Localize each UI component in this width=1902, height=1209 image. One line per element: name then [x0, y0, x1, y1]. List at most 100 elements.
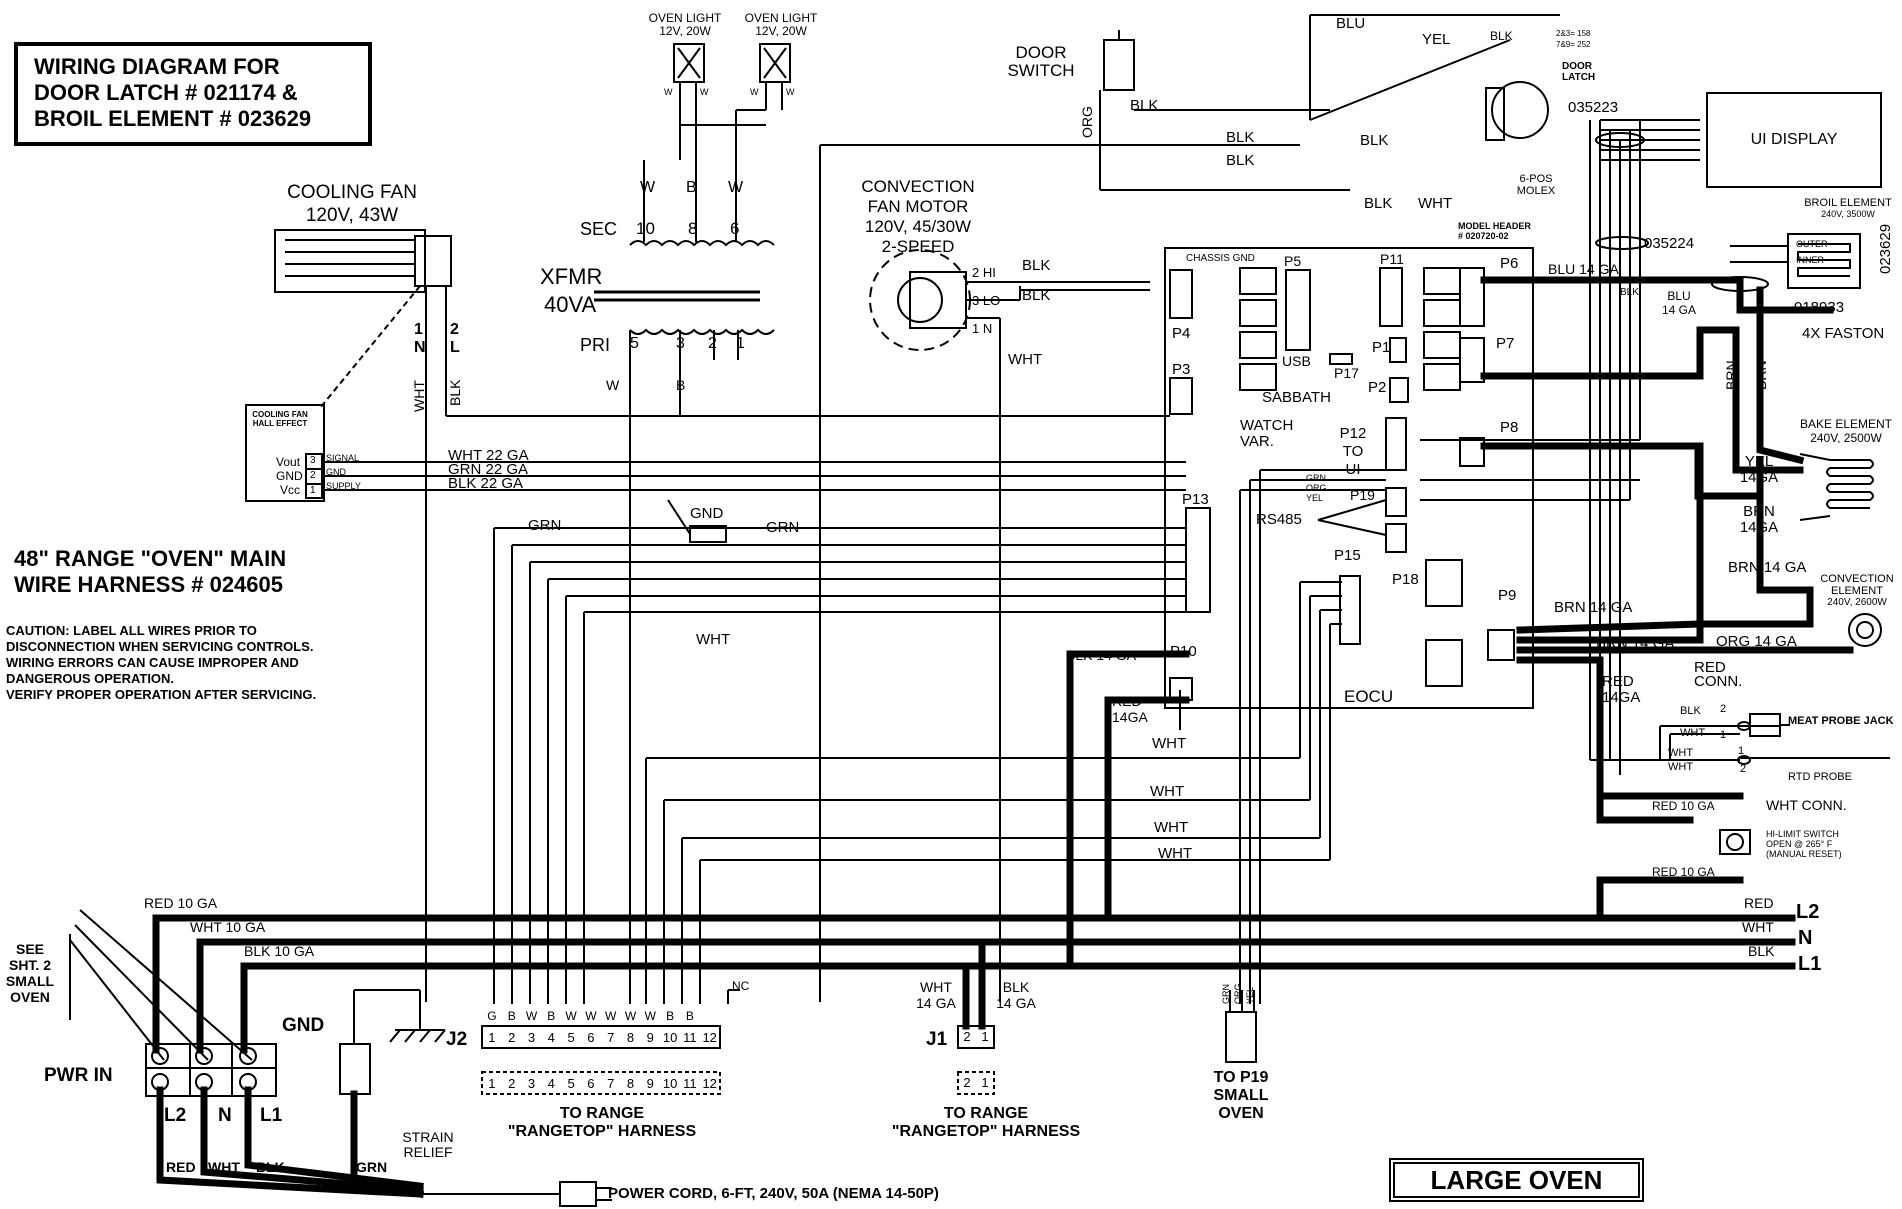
gnd-label: GND	[282, 1015, 325, 1036]
right-blk: BLK	[1620, 287, 1639, 298]
j2-wire-color-10: B	[666, 1009, 675, 1023]
broil-outer: OUTER	[1796, 239, 1828, 249]
j2-wire-color-8: W	[624, 1009, 637, 1023]
wire-blk-22: BLK 22 GA	[448, 475, 524, 492]
p3-label: P3	[1172, 361, 1191, 378]
cooling-fan-motor	[414, 235, 452, 287]
bus-red-10ga: RED 10 GA	[144, 895, 218, 911]
cord-grn: GRN	[356, 1159, 388, 1175]
red-14ga-p9: RED	[1602, 673, 1634, 690]
door-switch-org: ORG	[1079, 106, 1095, 138]
rtd-wht-2: WHT	[1668, 761, 1694, 773]
bus-wht-10ga: WHT 10 GA	[190, 919, 266, 935]
large-oven-label: LARGE OVEN	[1430, 1165, 1603, 1195]
fan-pin-n: N	[414, 339, 426, 356]
brn-14ga-conv: BRN 14 GA	[1728, 559, 1807, 576]
door-latch-note-2: 7&9= 252	[1556, 40, 1591, 49]
brn-14ga: 14GA	[1739, 519, 1779, 536]
j2-dash-pin-9: 9	[646, 1076, 654, 1091]
bus-l2-label: L2	[1796, 901, 1820, 923]
j1-pin-1: 1	[981, 1029, 989, 1044]
red-10ga-hilimit: RED 10 GA	[1652, 799, 1715, 813]
brn-14ga-p9-2: BRN 14 GA	[1596, 635, 1675, 652]
bus-red: RED	[1744, 895, 1774, 911]
j2-pin-10: 10	[662, 1030, 678, 1045]
hall-pin-1: 1	[310, 485, 316, 496]
hall-signal: SIGNAL	[326, 453, 360, 463]
hilimit-2: OPEN @ 265° F	[1766, 839, 1833, 849]
model-header-label: MODEL HEADER	[1458, 221, 1531, 231]
j2-wire-color-4: B	[547, 1009, 556, 1023]
j2-pin-11: 11	[683, 1030, 697, 1045]
p19-yel: YEL	[1306, 493, 1324, 503]
molex-label-1: 6-POS	[1519, 173, 1553, 185]
light-w2: W	[700, 87, 709, 97]
caution-5: VERIFY PROPER OPERATION AFTER SERVICING.	[6, 687, 317, 702]
xfmr-pri-w: W	[606, 377, 620, 393]
title-line-3: BROIL ELEMENT # 023629	[34, 106, 312, 131]
to-p19-1: TO P19	[1213, 1069, 1269, 1086]
door-latch-part: LATCH	[1562, 72, 1596, 83]
conv-fan-hi: 2 HI	[972, 265, 996, 280]
conv-fan-n: 1 N	[972, 321, 993, 336]
j2-wire-color-5: W	[565, 1009, 577, 1023]
xfmr-pri: PRI	[580, 335, 611, 355]
chassis-gnd: CHASSIS GND	[1186, 253, 1255, 264]
j2-pin-2: 2	[508, 1030, 516, 1045]
oven-light-2	[759, 43, 791, 83]
door-blu: BLU	[1336, 15, 1366, 32]
j1-wht: WHT	[920, 979, 952, 995]
broil-inner: INNER	[1796, 255, 1825, 265]
caution-1: CAUTION: LABEL ALL WIRES PRIOR TO	[6, 623, 257, 638]
j2-pin-3: 3	[527, 1030, 536, 1045]
j2-dash-pin-8: 8	[626, 1076, 635, 1091]
cord-wht: WHT	[208, 1159, 240, 1175]
wht-j2: WHT	[696, 631, 731, 648]
harness-title-1: 48" RANGE "OVEN" MAIN	[14, 546, 287, 571]
p18-label: P18	[1392, 571, 1419, 588]
bake-element-rating: 240V, 2500W	[1810, 431, 1882, 445]
yel-14ga: 14GA	[1739, 469, 1779, 486]
j1-dash-pin-2: 2	[963, 1075, 971, 1090]
j2-dash-pin-6: 6	[587, 1076, 595, 1091]
door-switch-body	[1103, 39, 1135, 91]
j2-nc: NC	[732, 979, 750, 993]
org-14ga: ORG 14 GA	[1716, 633, 1797, 650]
j2-dash-pin-11: 11	[683, 1076, 697, 1091]
strain-relief-1: STRAIN	[402, 1129, 454, 1145]
xfmr-rating: 40VA	[544, 292, 597, 317]
oven-light-1	[673, 43, 705, 83]
right-blu-14: 14 GA	[1661, 303, 1697, 317]
oven-light-2-label: OVEN LIGHT	[744, 11, 818, 25]
wire-grn-22: GRN 22 GA	[448, 461, 529, 478]
j2-dash-pin-1: 1	[488, 1076, 496, 1091]
p17-label: P17	[1334, 365, 1359, 381]
xfmr-b-sec: B	[686, 179, 697, 196]
p15-label: P15	[1334, 547, 1361, 564]
j2-to-range-2: "RANGETOP" HARNESS	[507, 1123, 697, 1140]
conv-fan-rating: 120V, 45/30W	[864, 217, 972, 236]
yel-bake: YEL	[1744, 453, 1774, 470]
cord-blk: BLK	[256, 1159, 285, 1175]
hall-vcc: Vcc	[280, 483, 301, 497]
bus-blk: BLK	[1748, 943, 1775, 959]
j2-pin-5: 5	[567, 1030, 575, 1045]
sabbath-label: SABBATH	[1262, 389, 1331, 406]
oven-light-1-rating: 12V, 20W	[659, 24, 711, 38]
grn-right: GRN	[766, 519, 800, 536]
pwr-n: N	[218, 1105, 232, 1126]
j2-to-range-1: TO RANGE	[559, 1105, 645, 1122]
meat-probe-wht: WHT	[1680, 727, 1706, 739]
red-conn: RED	[1694, 659, 1726, 676]
ui-part-035224: 035224	[1644, 235, 1695, 252]
rtd-wht-1: WHT	[1668, 747, 1694, 759]
watch-label: WATCH	[1240, 417, 1294, 434]
cooling-fan-rating: 120V, 43W	[305, 205, 399, 226]
j2-dash-pin-2: 2	[508, 1076, 516, 1091]
j1-blk-14: 14 GA	[996, 995, 1036, 1011]
strain-relief-2: RELIEF	[403, 1144, 453, 1160]
cooling-fan-label: COOLING FAN	[287, 182, 417, 203]
j2-pin-7: 7	[607, 1030, 615, 1045]
p6-label: P6	[1500, 255, 1519, 272]
